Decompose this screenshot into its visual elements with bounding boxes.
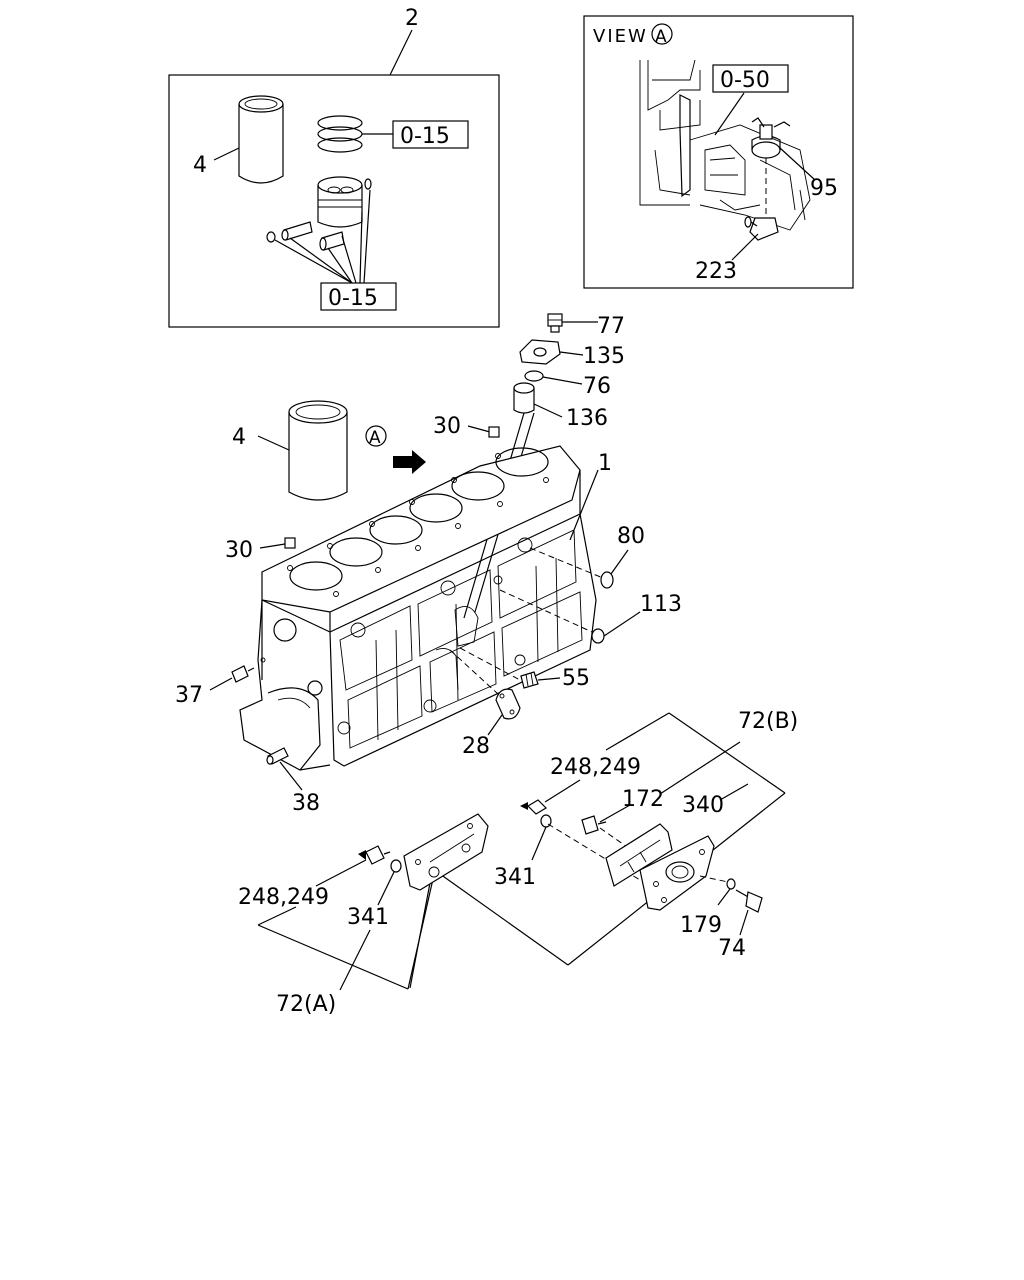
piston-rings-shape [317,115,363,153]
clip-left [266,231,276,243]
label-135: 135 [583,344,625,369]
bolt-77-shape [547,313,563,333]
bracket-72b-top-left [605,712,670,751]
dowel-30-top [488,426,500,438]
rings-ref-box [392,120,469,149]
cooler-plate-72b-shape [639,835,715,911]
nozzle-248-b-shape [520,799,547,815]
piston-shape [317,176,363,228]
label-55: 55 [562,666,590,691]
label-74: 74 [718,936,746,961]
label-37: 37 [175,683,203,708]
label-341-b: 341 [494,865,536,890]
group-leader [389,29,413,76]
view-frame [583,15,854,289]
bolt-172-shape [581,815,607,835]
group-number-label: 2 [405,6,419,31]
inset-frame [168,74,500,328]
piston-ref-box [320,282,397,311]
label-4-main: 4 [232,425,246,450]
label-172: 172 [622,787,664,812]
label-30-top: 30 [433,414,461,439]
oring-76-shape [524,370,544,382]
view-a-callout-letter: A [369,428,381,448]
label-77: 77 [597,314,625,339]
piston-ref-code: 0-15 [328,286,378,311]
view-block-detail [639,59,811,231]
label-80: 80 [617,524,645,549]
view-a-inset: VIEW A 0-50 9 [583,15,854,289]
liner-inset-shape [238,95,284,184]
cooler-plate-72a-shape [403,813,489,891]
view-title: VIEW [593,26,648,47]
fitting-stack: 77 135 76 136 [463,313,625,619]
view-a-callout-circle [365,425,387,447]
label-72b: 72(B) [738,709,798,734]
label-136: 136 [566,406,608,431]
flange-135-shape [519,339,561,365]
cylinder-block-shape [239,445,597,771]
label-340: 340 [682,793,724,818]
bracket-72b-link [439,873,569,966]
label-28: 28 [462,734,490,759]
oil-pressure-switch-shape [751,117,791,215]
plug-80-shape [600,571,614,589]
dowel-30-side [284,537,296,549]
view-marker-letter: A [655,27,667,47]
piston-pin-shape [281,221,345,251]
bracket-72a-bottom [257,924,409,990]
label-76: 76 [583,374,611,399]
label-341-a: 341 [347,905,389,930]
label-179: 179 [680,913,722,938]
liner-inset-label: 4 [193,153,207,178]
bolt-74-shape [735,889,763,913]
gasket-340-shape [605,823,673,887]
label-248-249-a: 248,249 [238,885,329,910]
view-marker-circle [651,23,673,45]
label-72a: 72(A) [276,992,336,1017]
label-1: 1 [598,451,612,476]
label-113: 113 [640,592,682,617]
sleeve-136-shape [513,382,535,414]
view-direction-arrow [393,450,426,474]
dowel-38-shape [266,747,289,765]
washer-341-a-shape [390,859,402,873]
bracket-72b-top-right [668,712,786,794]
plug-113-shape [591,628,605,644]
label-95: 95 [810,176,838,201]
view-ref-box [712,64,789,93]
cover-28-shape [495,688,521,720]
fitting-37-shape [231,665,255,683]
liner-main-shape [288,400,348,501]
view-ref-code: 0-50 [720,68,770,93]
plug-55-shape [520,671,539,689]
adapter-223-shape [744,216,779,241]
label-38: 38 [292,791,320,816]
clip-right [364,178,372,190]
piston-group-inset: 2 4 0-15 [168,6,500,328]
label-223: 223 [695,259,737,284]
washer-179-shape [726,878,736,890]
nozzle-248-a-shape [358,845,391,865]
rings-ref-code: 0-15 [400,124,450,149]
label-248-249-b: 248,249 [550,755,641,780]
label-30-side: 30 [225,538,253,563]
